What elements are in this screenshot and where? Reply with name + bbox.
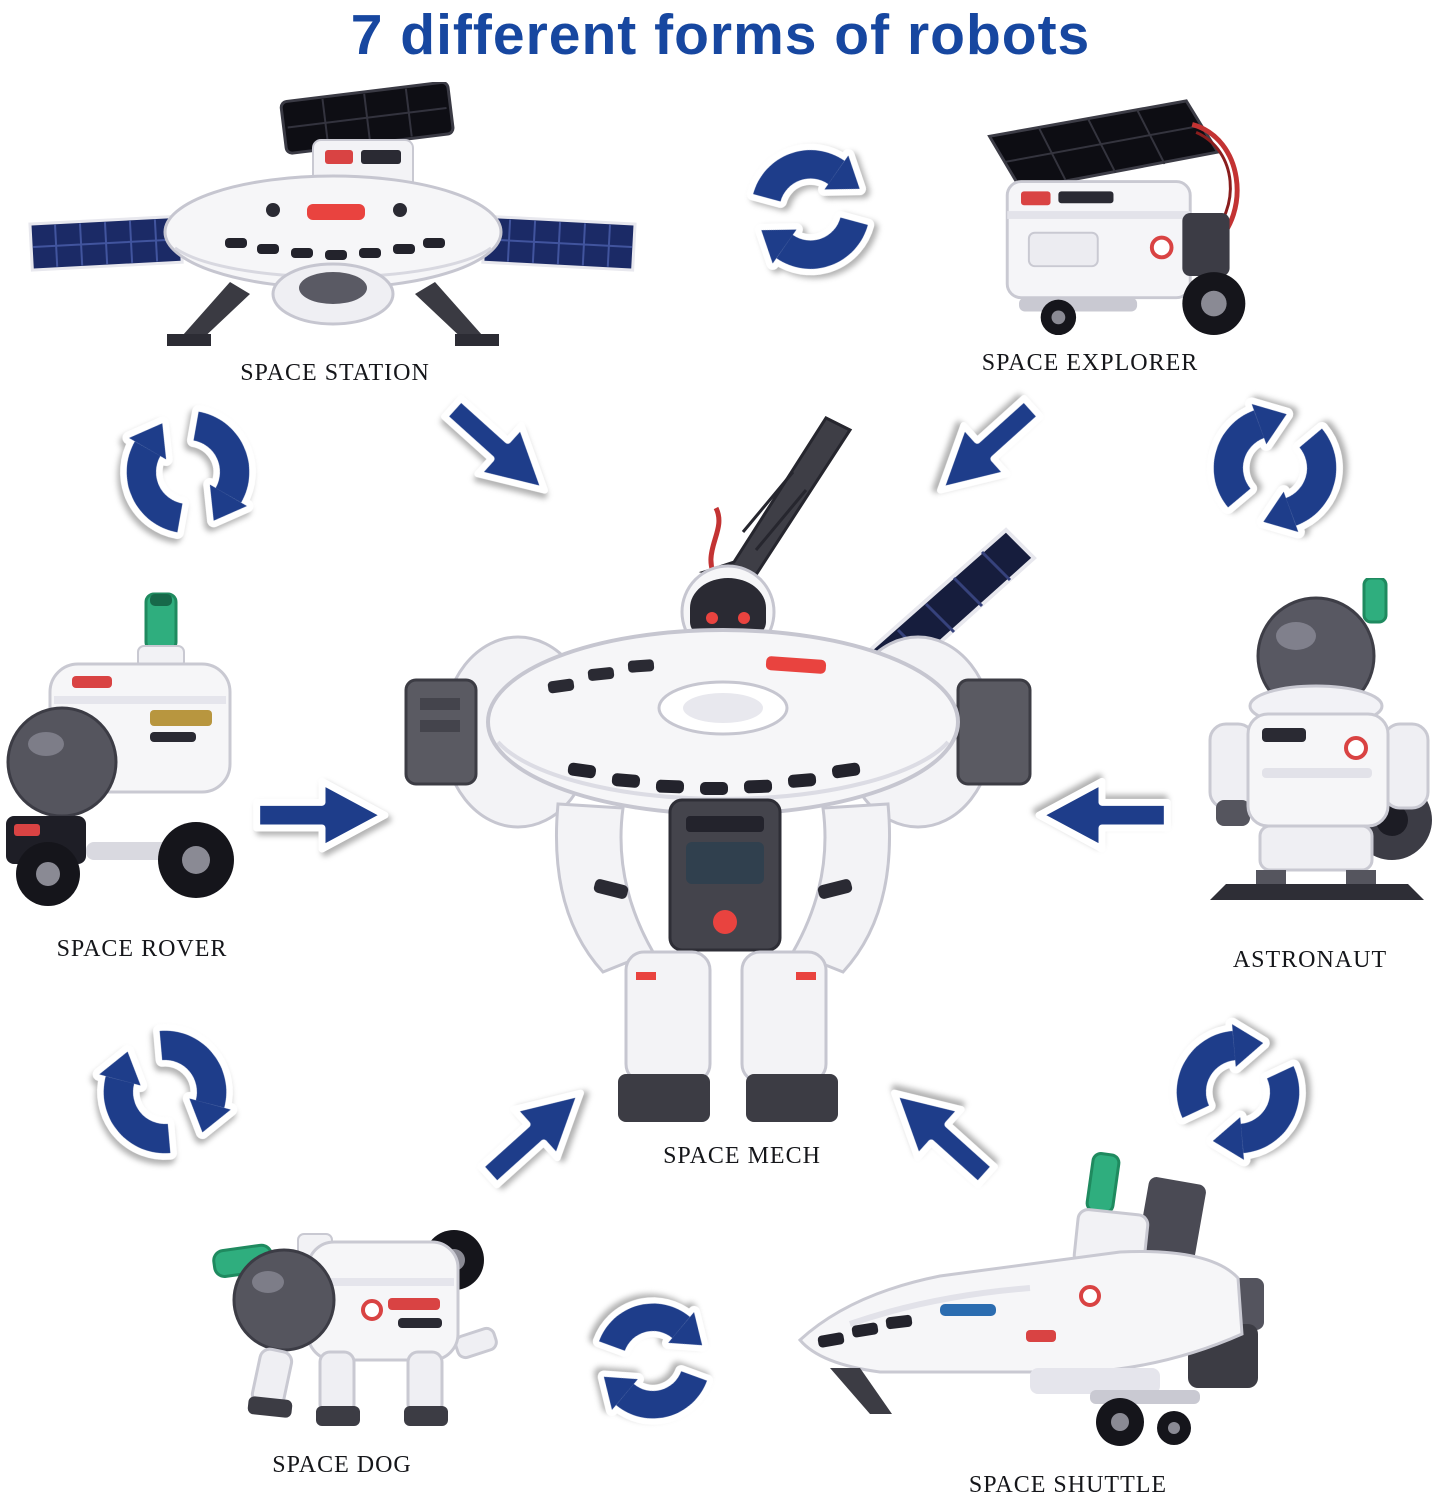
space-rover-label: SPACE ROVER [56, 936, 228, 962]
space-shuttle-label: SPACE SHUTTLE [968, 1472, 1168, 1498]
astronaut-label: ASTRONAUT [1232, 947, 1388, 973]
page-title: 7 different forms of robots [350, 3, 1091, 67]
cycle-arrow-icon [716, 115, 906, 305]
space-mech-image [398, 412, 1038, 1147]
space-mech-label: SPACE MECH [663, 1143, 821, 1169]
cycle-arrow-icon [1172, 365, 1377, 570]
cycle-arrow-icon [566, 1274, 740, 1448]
space-shuttle-image [790, 1128, 1270, 1473]
block-arrow-icon [1032, 772, 1172, 858]
cycle-arrow-icon [54, 981, 277, 1204]
space-explorer-label: SPACE EXPLORER [981, 350, 1199, 376]
block-arrow-icon [252, 772, 392, 858]
cycle-arrow-icon [85, 369, 290, 574]
space-rover-image [0, 592, 255, 912]
astronaut-image [1196, 578, 1441, 913]
space-dog-label: SPACE DOG [272, 1452, 412, 1478]
space-explorer-image [960, 95, 1265, 346]
space-station-image [25, 82, 640, 367]
space-station-label: SPACE STATION [240, 360, 430, 386]
space-dog-image [212, 1182, 517, 1442]
